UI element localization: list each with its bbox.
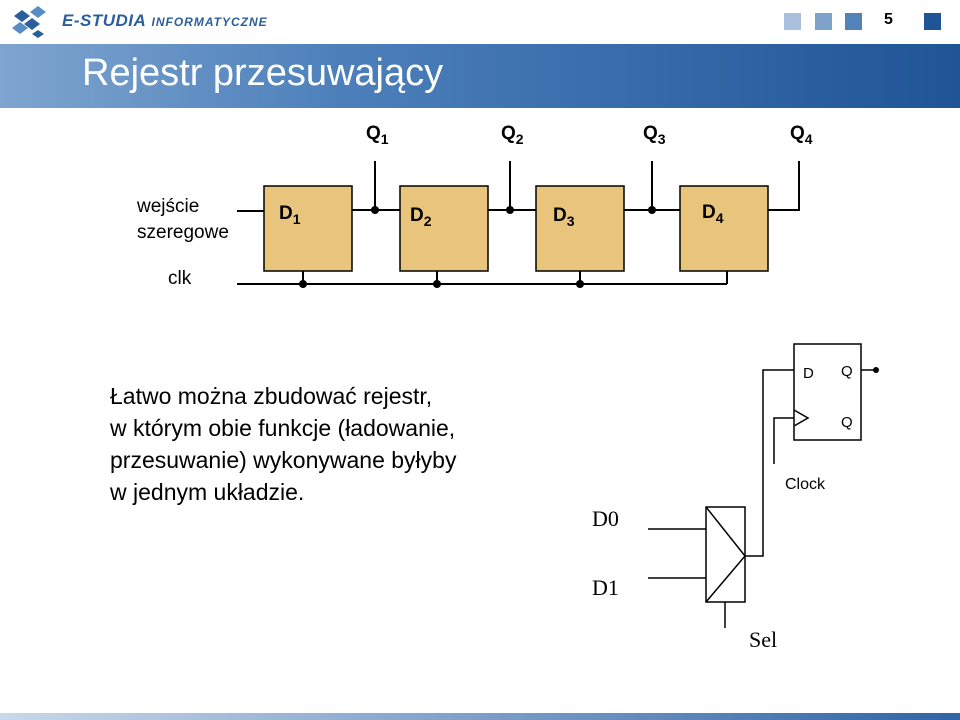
clock-label: Clock <box>785 476 826 493</box>
nav-square-4 <box>924 13 941 30</box>
paragraph-line-1: Łatwo można zbudować rejestr, <box>110 383 433 409</box>
flipflop-d2 <box>399 185 489 272</box>
mux-select-label: Sel <box>749 627 777 652</box>
flipflop-label-2: D2 <box>410 205 432 229</box>
output-label-q3: Q3 <box>643 123 666 147</box>
serial-input-label-line2: szeregowe <box>137 222 229 243</box>
dff-qbar-label: Q <box>841 414 853 431</box>
paragraph-line-2: w którym obie funkcje (ładowanie, <box>110 415 456 441</box>
q-output-dot <box>873 367 879 373</box>
mux-input-d1-label: D1 <box>592 575 619 600</box>
clk-label: clk <box>168 268 192 289</box>
flipflop-label-1: D1 <box>279 203 301 227</box>
brand-name: E-STUDIA INFORMATYCZNE <box>62 11 268 31</box>
nav-square-3 <box>845 13 862 30</box>
output-label-q4: Q4 <box>790 123 813 147</box>
junction-dots <box>299 206 656 288</box>
mux-input-d0-label: D0 <box>592 506 619 531</box>
brand-sub: INFORMATYCZNE <box>151 15 268 29</box>
output-label-q1: Q1 <box>366 123 389 147</box>
output-label-q2: Q2 <box>501 123 524 147</box>
flipflop-boxes <box>263 185 769 272</box>
description-paragraph: Łatwo można zbudować rejestr, w którym o… <box>110 380 570 508</box>
paragraph-line-4: w jednym układzie. <box>110 479 305 505</box>
flipflop-d1 <box>263 185 353 272</box>
page-number: 5 <box>884 11 893 28</box>
dff-box <box>793 343 862 441</box>
e-studia-logo-icon <box>12 6 46 38</box>
nav-square-2 <box>815 13 832 30</box>
mux-circuit-wires <box>648 343 876 628</box>
footer-bar <box>0 713 960 720</box>
header: E-STUDIA INFORMATYCZNE 5 <box>0 0 960 44</box>
flipflop-d3 <box>535 185 625 272</box>
nav-square-1 <box>784 13 801 30</box>
slide-title: Rejestr przesuwający <box>82 52 444 94</box>
brand-main: E-STUDIA <box>62 11 147 30</box>
flipflop-label-3: D3 <box>553 205 575 229</box>
title-bar <box>0 44 960 108</box>
mux-box <box>705 506 746 603</box>
clock-triangle <box>793 409 810 427</box>
serial-input-label-line1: wejście <box>136 196 199 217</box>
flipflop-label-4: D4 <box>702 202 724 226</box>
flipflop-d4 <box>679 185 769 272</box>
paragraph-line-3: przesuwanie) wykonywane byłyby <box>110 447 457 473</box>
dff-d-label: D <box>803 365 814 382</box>
dff-q-label: Q <box>841 363 853 380</box>
